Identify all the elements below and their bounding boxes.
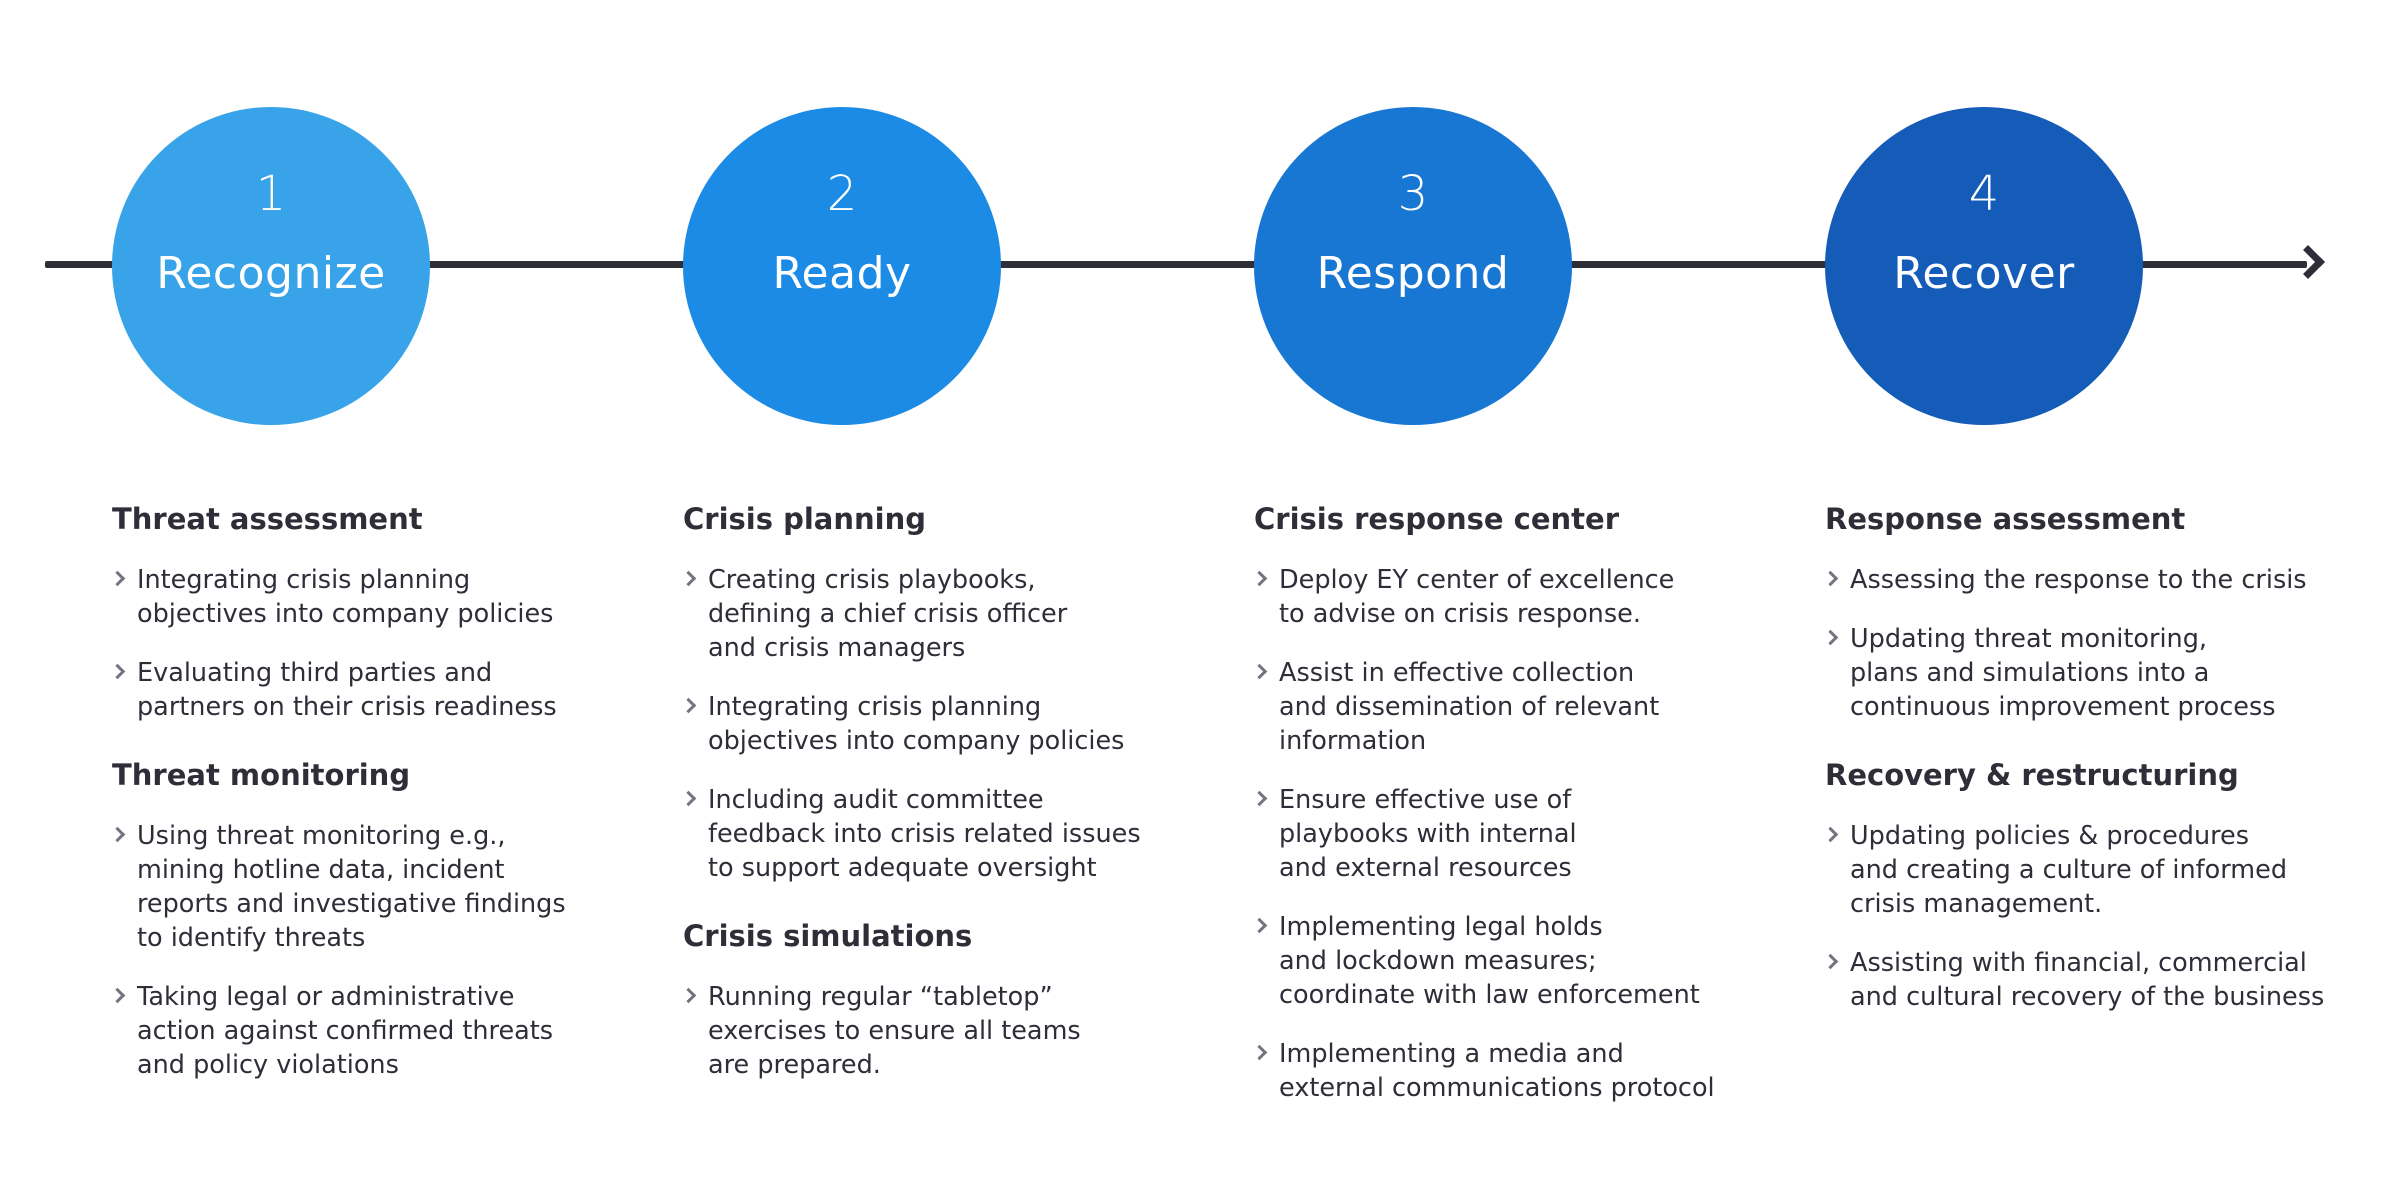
- section-heading: Crisis response center: [1254, 502, 1620, 536]
- chevron-right-icon: [680, 790, 697, 807]
- list-item-text: Updating threat monitoring, plans and si…: [1850, 623, 2276, 722]
- list-item: Creating crisis playbooks, defining a ch…: [680, 563, 1228, 665]
- section-heading: Response assessment: [1825, 502, 2186, 536]
- bullet-list: Updating policies & procedures and creat…: [1822, 819, 2370, 1014]
- list-item-text: Running regular “tabletop” exercises to …: [708, 981, 1081, 1080]
- list-item: Including audit committee feedback into …: [680, 783, 1228, 885]
- list-item: Assessing the response to the crisis: [1822, 563, 2370, 597]
- chevron-right-icon: [1822, 953, 1839, 969]
- chevron-right-icon: [109, 570, 126, 587]
- list-item-text: Integrating crisis planning objectives i…: [708, 691, 1125, 756]
- section-heading: Recovery & restructuring: [1825, 757, 2239, 792]
- list-item-text: Including audit committee feedback into …: [708, 784, 1141, 883]
- bullet-list: Using threat monitoring e.g., mining hot…: [109, 819, 657, 1082]
- timeline-arrowhead-icon: [2291, 245, 2325, 279]
- chevron-right-icon: [1822, 629, 1839, 646]
- list-item: Evaluating third parties and partners on…: [109, 656, 657, 724]
- list-item-text: Implementing legal holds and lockdown me…: [1279, 911, 1700, 1010]
- section-heading: Threat monitoring: [112, 757, 411, 792]
- list-item-text: Integrating crisis planning objectives i…: [137, 564, 554, 629]
- list-item-text: Deploy EY center of excellence to advise…: [1279, 564, 1675, 629]
- list-item: Ensure effective use of playbooks with i…: [1251, 783, 1799, 885]
- list-item: Assisting with financial, commercial and…: [1822, 946, 2370, 1014]
- list-item: Using threat monitoring e.g., mining hot…: [109, 819, 657, 955]
- list-item-text: Creating crisis playbooks, defining a ch…: [708, 564, 1068, 663]
- phase-name: Recognize: [156, 248, 386, 299]
- phase-name: Ready: [772, 248, 912, 299]
- list-item-text: Implementing a media and external commun…: [1279, 1038, 1715, 1103]
- phase-name: Recover: [1893, 248, 2075, 299]
- list-item: Updating policies & procedures and creat…: [1822, 819, 2370, 921]
- chevron-right-icon: [1822, 826, 1839, 842]
- chevron-right-icon: [1251, 663, 1268, 680]
- list-item-text: Taking legal or administrative action ag…: [137, 981, 554, 1080]
- chevron-right-icon: [1251, 790, 1268, 807]
- list-item-text: Ensure effective use of playbooks with i…: [1279, 784, 1577, 883]
- list-item: Integrating crisis planning objectives i…: [680, 690, 1228, 758]
- chevron-right-icon: [1251, 1044, 1268, 1061]
- list-item: Assist in effective collection and disse…: [1251, 656, 1799, 758]
- chevron-right-icon: [109, 826, 126, 842]
- bullet-list: Creating crisis playbooks, defining a ch…: [680, 563, 1228, 885]
- list-item: Updating threat monitoring, plans and si…: [1822, 622, 2370, 724]
- list-item-text: Assist in effective collection and disse…: [1279, 657, 1660, 756]
- list-item-text: Assisting with financial, commercial and…: [1850, 947, 2325, 1012]
- list-item: Running regular “tabletop” exercises to …: [680, 980, 1228, 1082]
- chevron-right-icon: [109, 663, 126, 680]
- phase-number: 3: [1397, 166, 1429, 222]
- timeline-line: [45, 261, 2307, 268]
- bullet-list: Running regular “tabletop” exercises to …: [680, 980, 1228, 1082]
- bullet-list: Integrating crisis planning objectives i…: [109, 563, 657, 724]
- section-heading: Crisis planning: [683, 502, 926, 536]
- list-item-text: Using threat monitoring e.g., mining hot…: [137, 820, 566, 953]
- phase-name: Respond: [1316, 248, 1510, 299]
- section-heading: Threat assessment: [112, 502, 423, 536]
- list-item: Integrating crisis planning objectives i…: [109, 563, 657, 631]
- list-item: Deploy EY center of excellence to advise…: [1251, 563, 1799, 631]
- phase-number: 4: [1968, 166, 2000, 222]
- chevron-right-icon: [680, 570, 697, 587]
- chevron-right-icon: [680, 697, 697, 714]
- chevron-right-icon: [1251, 570, 1268, 587]
- chevron-right-icon: [680, 987, 697, 1003]
- list-item: Taking legal or administrative action ag…: [109, 980, 657, 1082]
- chevron-right-icon: [1251, 917, 1268, 934]
- list-item: Implementing a media and external commun…: [1251, 1037, 1799, 1105]
- list-item: Implementing legal holds and lockdown me…: [1251, 910, 1799, 1012]
- chevron-right-icon: [1822, 570, 1839, 587]
- list-item-text: Evaluating third parties and partners on…: [137, 657, 557, 722]
- phase-number: 2: [826, 166, 858, 222]
- phase-number: 1: [255, 166, 287, 222]
- section-heading: Crisis simulations: [683, 918, 973, 953]
- bullet-list: Deploy EY center of excellence to advise…: [1251, 563, 1799, 1105]
- list-item-text: Updating policies & procedures and creat…: [1850, 820, 2288, 919]
- list-item-text: Assessing the response to the crisis: [1850, 564, 2307, 595]
- chevron-right-icon: [109, 987, 126, 1003]
